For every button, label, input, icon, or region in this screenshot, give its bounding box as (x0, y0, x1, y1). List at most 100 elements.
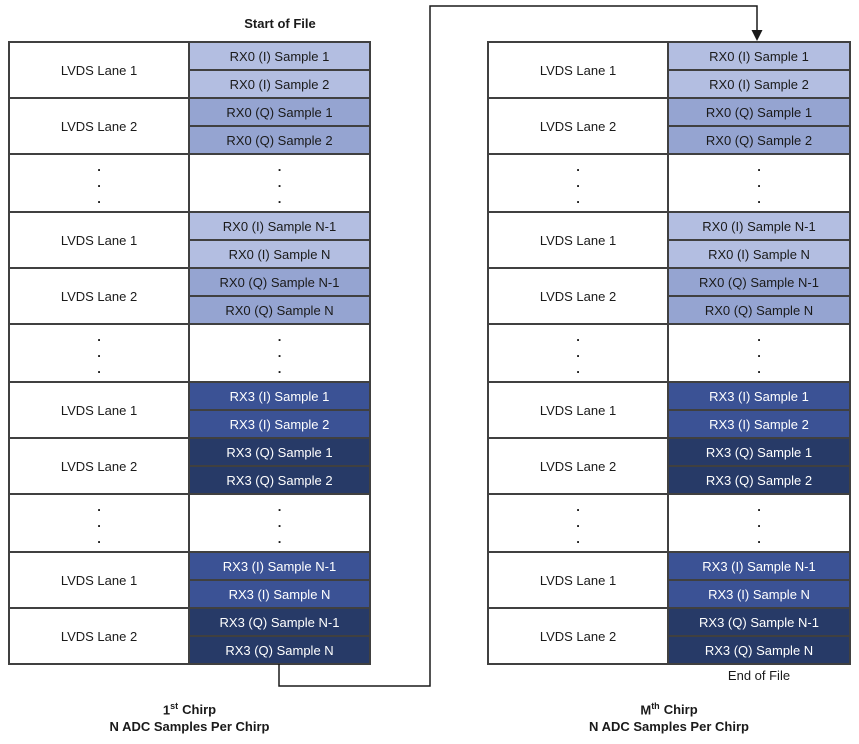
lane-label: LVDS Lane 1 (10, 213, 190, 267)
sample-cell: RX3 (I) Sample 2 (190, 409, 369, 437)
samples-per-chirp-label: N ADC Samples Per Chirp (109, 719, 270, 735)
lane-label: LVDS Lane 1 (489, 213, 669, 267)
ellipsis-dot: . (277, 531, 282, 546)
ellipsis-dot: . (97, 159, 101, 174)
sample-cell: RX3 (Q) Sample N (190, 635, 369, 663)
ellipsis-dot: . (576, 361, 580, 376)
ellipsis: ... (576, 499, 580, 547)
ellipsis-dot: . (97, 175, 101, 190)
ellipsis: ... (97, 499, 101, 547)
chirp-word: Chirp (663, 702, 698, 718)
ellipsis-sample-cell: ... (190, 495, 369, 551)
ellipsis-lane-cell: ... (10, 325, 190, 381)
lane-label: LVDS Lane 2 (10, 609, 190, 663)
ellipsis: ... (576, 159, 580, 207)
sample-cell: RX0 (Q) Sample 2 (190, 125, 369, 153)
ellipsis-dot: . (757, 159, 761, 174)
sample-cell: RX0 (I) Sample N-1 (669, 213, 849, 239)
ellipsis-row: ...... (10, 155, 369, 213)
ellipsis-sample-cell: ... (669, 495, 849, 551)
sample-cell: RX3 (Q) Sample N-1 (669, 609, 849, 635)
ellipsis-dot: . (757, 345, 761, 360)
ellipsis-dot: . (277, 175, 282, 190)
ellipsis-dot: . (576, 159, 580, 174)
sample-cell: RX0 (I) Sample 2 (190, 69, 369, 97)
sample-cell: RX0 (I) Sample 1 (190, 43, 369, 69)
lane-label: LVDS Lane 1 (489, 553, 669, 607)
chirp-ordinal-suffix: st (170, 701, 179, 711)
ellipsis-dot: . (97, 361, 101, 376)
ellipsis-dot: . (576, 499, 580, 514)
ellipsis-dot: . (757, 361, 761, 376)
ellipsis-row: ...... (10, 495, 369, 553)
start-of-file-label: Start of File (244, 16, 316, 31)
lane-label: LVDS Lane 1 (489, 43, 669, 97)
ellipsis: ... (757, 499, 761, 547)
ellipsis-dot: . (97, 531, 101, 546)
ellipsis-lane-cell: ... (10, 495, 190, 551)
ellipsis-lane-cell: ... (489, 155, 669, 211)
ellipsis-dot: . (576, 329, 580, 344)
lane-label: LVDS Lane 2 (10, 99, 190, 153)
sample-cell: RX3 (I) Sample N (669, 579, 849, 607)
ellipsis-dot: . (757, 175, 761, 190)
sample-cell: RX3 (I) Sample N (190, 579, 369, 607)
lane-label: LVDS Lane 2 (10, 269, 190, 323)
ellipsis: ... (278, 329, 282, 377)
ellipsis-dot: . (277, 329, 282, 344)
sample-cell: RX0 (Q) Sample 2 (669, 125, 849, 153)
sample-cell: RX0 (I) Sample 2 (669, 69, 849, 97)
ellipsis-sample-cell: ... (669, 325, 849, 381)
ellipsis: ... (757, 159, 761, 207)
ellipsis-dot: . (277, 515, 282, 530)
ellipsis: ... (278, 159, 282, 207)
sample-cell: RX3 (I) Sample N-1 (669, 553, 849, 579)
ellipsis-row: ...... (489, 325, 849, 383)
lane-label: LVDS Lane 2 (489, 609, 669, 663)
sample-cell: RX3 (Q) Sample 2 (669, 465, 849, 493)
sample-cell: RX3 (I) Sample 1 (669, 383, 849, 409)
chirp-word: Chirp (182, 702, 217, 718)
ellipsis: ... (278, 499, 282, 547)
ellipsis-dot: . (97, 191, 101, 206)
ellipsis-dot: . (757, 329, 761, 344)
ellipsis-dot: . (576, 531, 580, 546)
sample-cell: RX3 (Q) Sample 1 (190, 439, 369, 465)
ellipsis-dot: . (757, 191, 761, 206)
ellipsis-dot: . (576, 515, 580, 530)
ellipsis-dot: . (757, 515, 761, 530)
end-of-file-label: End of File (727, 668, 791, 683)
ellipsis: ... (97, 159, 101, 207)
sample-cell: RX0 (Q) Sample N (190, 295, 369, 323)
chirp-number: 1 (162, 702, 171, 718)
samples-per-chirp-label: N ADC Samples Per Chirp (589, 719, 749, 735)
sample-cell: RX0 (Q) Sample N (669, 295, 849, 323)
ellipsis-dot: . (277, 191, 282, 206)
ellipsis-dot: . (97, 499, 101, 514)
lane-label: LVDS Lane 2 (10, 439, 190, 493)
sample-cell: RX3 (Q) Sample N (669, 635, 849, 663)
sample-cell: RX3 (I) Sample N-1 (190, 553, 369, 579)
ellipsis-dot: . (277, 159, 282, 174)
